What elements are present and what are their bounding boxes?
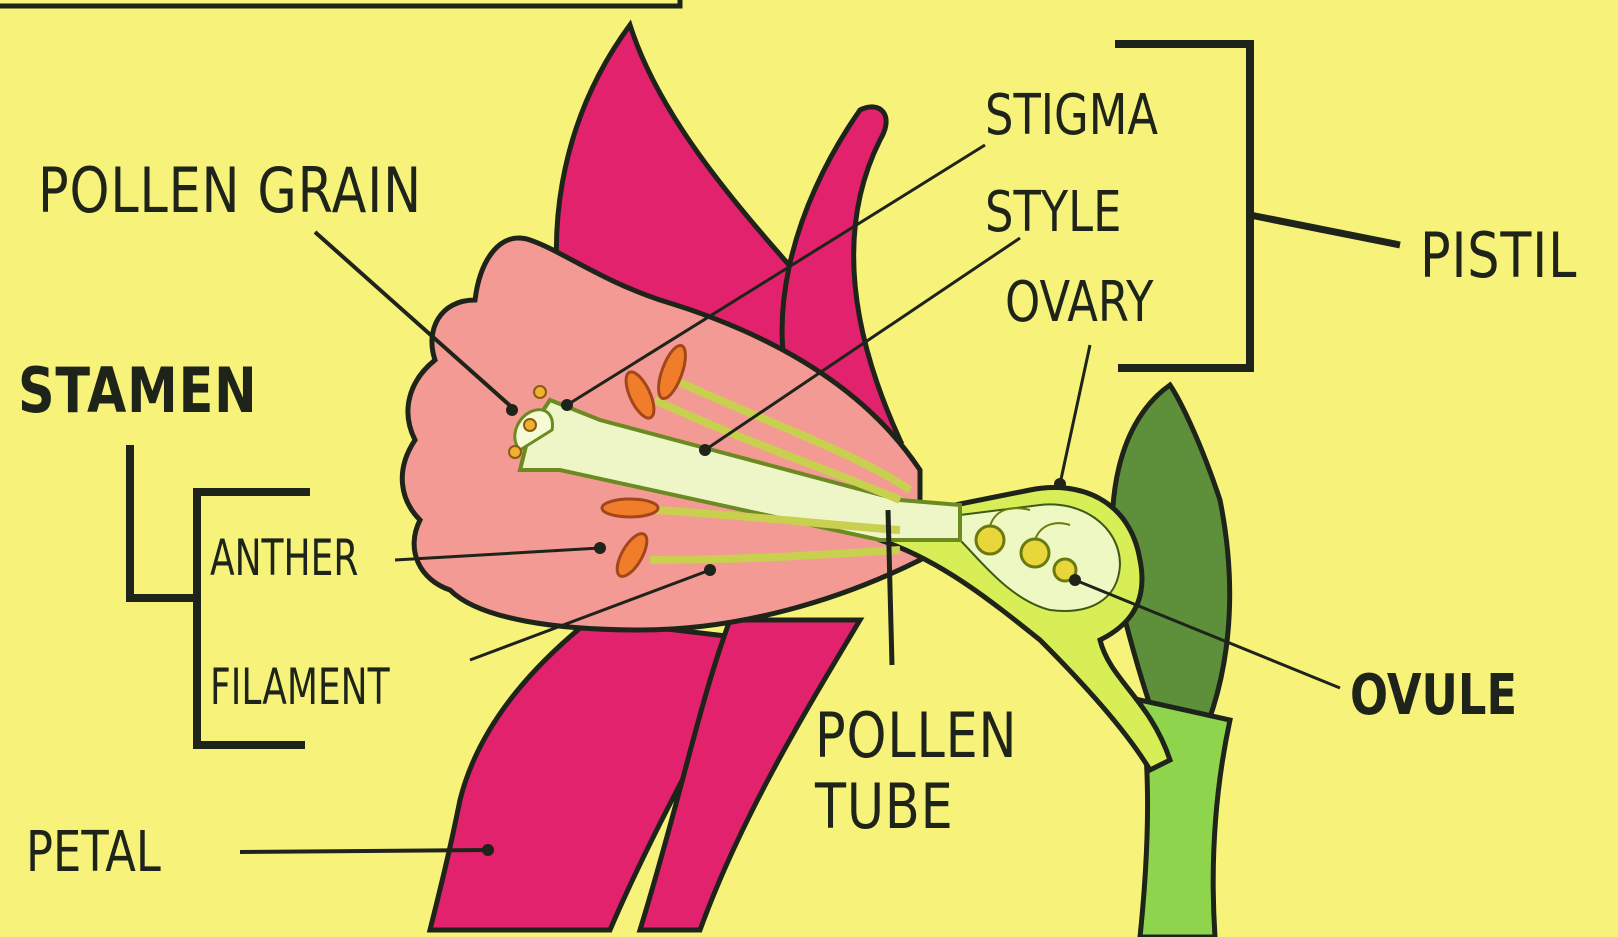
label-petal: PETAL [26,825,161,881]
top-frame-line [0,0,680,6]
label-filament: FILAMENT [210,662,390,712]
label-pistil: PISTIL [1420,225,1577,287]
ovule-2 [1021,539,1049,567]
stamen-bracket [130,445,195,598]
label-stamen: STAMEN [18,360,257,422]
label-pollen-tube: POLLEN TUBE [815,700,995,843]
label-ovule: OVULE [1350,668,1517,724]
label-style: STYLE [985,185,1121,241]
label-anther: ANTHER [210,533,358,583]
label-stigma: STIGMA [985,88,1158,144]
anther-3 [602,499,658,517]
ovule-1 [976,526,1004,554]
label-ovary: OVARY [1005,275,1154,331]
label-pollen-grain: POLLEN GRAIN [38,160,422,222]
